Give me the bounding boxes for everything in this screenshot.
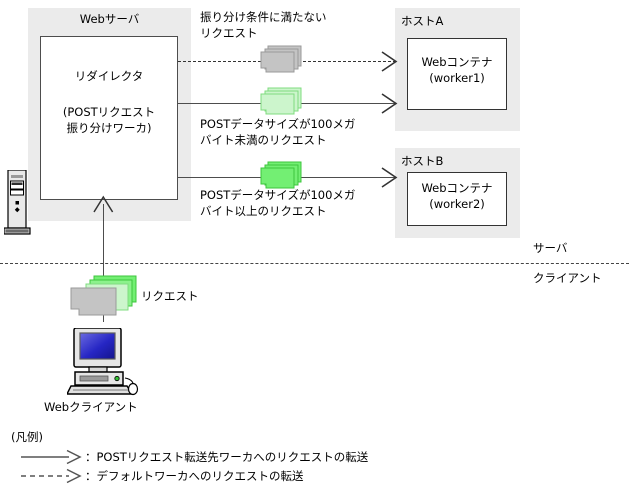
server-tower-icon	[3, 169, 34, 240]
boundary-server-label: サーバ	[533, 241, 568, 255]
host-b-label: ホストB	[401, 154, 444, 168]
legend-title: (凡例)	[11, 430, 43, 444]
web-client-pc-icon	[65, 327, 141, 396]
packet-icon-green	[258, 161, 304, 193]
webserver-zone-label: Webサーバ	[79, 12, 140, 26]
host-a-container-line2: (worker1)	[429, 71, 485, 85]
host-b-container-line2: (worker2)	[429, 197, 485, 211]
redirector-subtitle-line1: (POSTリクエスト	[62, 105, 156, 119]
packet-icon-client-request	[68, 275, 146, 321]
flow-ge100-arrowhead	[381, 167, 398, 188]
web-client-caption: Webクライアント	[44, 400, 138, 414]
packet-icon-gray	[258, 45, 304, 77]
client-to-redirector-arrowhead	[93, 195, 114, 213]
flow-label-2-line1: POSTデータサイズが100メガ	[200, 117, 356, 131]
flow-label-1-line2: リクエスト	[200, 26, 258, 40]
legend-item-1-text: ：POSTリクエスト転送先ワーカへのリクエストの転送	[85, 450, 369, 464]
flow-lt100-arrowhead	[381, 93, 398, 114]
flow-label-3-line1: POSTデータサイズが100メガ	[200, 188, 356, 202]
redirector-subtitle-line2: 振り分けワーカ)	[66, 121, 152, 135]
host-a-container-line1: Webコンテナ	[421, 55, 493, 69]
host-b-container-box	[407, 172, 507, 226]
flow-default-arrowhead	[381, 51, 398, 72]
flow-label-1-line1: 振り分け条件に満たない	[200, 10, 327, 24]
boundary-client-label: クライアント	[533, 271, 602, 285]
host-a-container-box	[407, 38, 507, 110]
host-b-container-line1: Webコンテナ	[421, 181, 493, 195]
legend-item-2-text: ：デフォルトワーカへのリクエストの転送	[85, 469, 304, 483]
legend-dashed-arrow-icon	[21, 468, 82, 484]
flow-label-2-line2: バイト未満のリクエスト	[200, 133, 327, 147]
redirector-box	[40, 36, 178, 200]
client-request-label: リクエスト	[141, 289, 199, 303]
host-a-label: ホストA	[401, 14, 444, 28]
packet-icon-light-green	[258, 87, 304, 119]
server-client-boundary	[0, 263, 629, 264]
redirector-title: リダイレクタ	[74, 69, 144, 83]
flow-label-3-line2: バイト以上のリクエスト	[200, 204, 327, 218]
legend-solid-arrow-icon	[21, 449, 82, 465]
